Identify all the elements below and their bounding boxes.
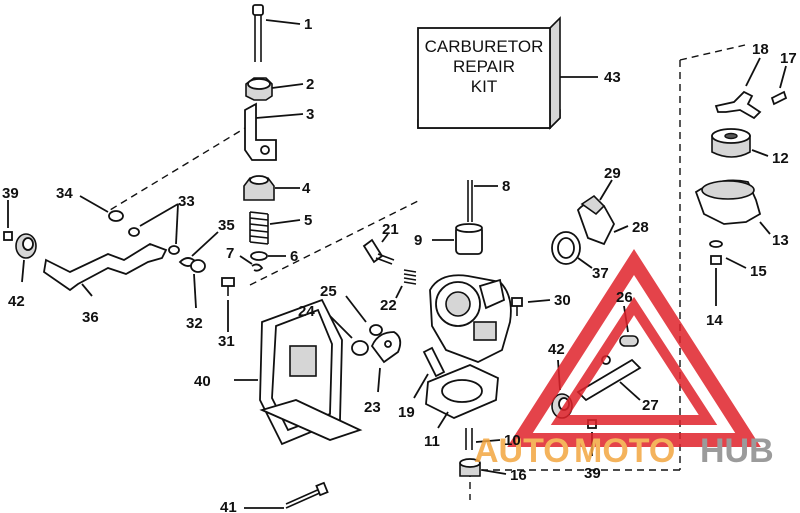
part-39-screw-left xyxy=(3,200,13,241)
callout-14: 14 xyxy=(706,312,723,329)
callout-24: 24 xyxy=(298,303,315,320)
part-37-gasket xyxy=(551,231,593,269)
callout-7: 7 xyxy=(226,245,234,262)
part-22-spring xyxy=(395,269,417,299)
callout-9: 9 xyxy=(414,232,422,249)
part-30-screw xyxy=(511,297,551,316)
callout-4: 4 xyxy=(302,180,311,197)
kit-label-line1: CARBURETOR xyxy=(425,37,544,56)
kit-label-line2: REPAIR xyxy=(453,57,515,76)
part-5-spring xyxy=(249,211,301,245)
callout-26: 26 xyxy=(616,289,633,306)
callout-13: 13 xyxy=(772,232,789,249)
callout-16: 16 xyxy=(510,467,527,484)
callout-42-left: 42 xyxy=(8,293,25,310)
part-32-washer xyxy=(190,259,206,309)
part-29-fitting xyxy=(580,179,613,216)
part-23-cam-plate xyxy=(370,331,402,393)
callout-28: 28 xyxy=(632,219,649,236)
watermark-text-auto: AUTO xyxy=(474,432,570,470)
part-4-knob xyxy=(243,175,300,201)
part-21-adjust-screw xyxy=(362,233,395,265)
part-19-strip xyxy=(413,346,446,399)
callout-25: 25 xyxy=(320,283,337,300)
part-11-gasket xyxy=(425,364,499,429)
callout-8: 8 xyxy=(502,178,510,195)
callout-23: 23 xyxy=(364,399,381,416)
part-27-link xyxy=(576,355,642,402)
callout-6: 6 xyxy=(290,248,298,265)
callout-11: 11 xyxy=(424,433,440,450)
part-16-plug xyxy=(459,458,507,477)
callout-33: 33 xyxy=(178,193,195,210)
callout-19: 19 xyxy=(398,404,415,421)
part-1-screw xyxy=(252,4,301,62)
callout-35: 35 xyxy=(218,217,235,234)
callout-41: 41 xyxy=(220,499,237,513)
part-34-roller xyxy=(79,195,124,222)
automotohub-watermark: AUTO MOTO HUB xyxy=(474,249,774,470)
callout-29: 29 xyxy=(604,165,621,182)
part-3-bracket xyxy=(244,102,304,161)
callout-12: 12 xyxy=(772,150,789,167)
part-26-plug xyxy=(619,305,639,347)
callout-43: 43 xyxy=(604,69,621,86)
callout-27: 27 xyxy=(642,397,659,414)
callout-15: 15 xyxy=(750,263,767,280)
callout-31: 31 xyxy=(218,333,235,350)
kit-label-line3: KIT xyxy=(471,77,497,96)
callout-39-right: 39 xyxy=(584,465,601,482)
callout-37: 37 xyxy=(592,265,609,282)
part-2-nut xyxy=(245,77,304,101)
carburetor-repair-kit-box: CARBURETOR REPAIR KIT xyxy=(417,16,598,130)
part-12-cup xyxy=(711,128,769,158)
callout-34: 34 xyxy=(56,185,73,202)
part-9-float xyxy=(432,223,483,255)
callout-1: 1 xyxy=(304,16,312,33)
part-17-pin xyxy=(770,65,788,106)
part-7-clip xyxy=(239,255,264,272)
part-6-washer xyxy=(250,251,286,261)
callout-32: 32 xyxy=(186,315,203,332)
part-24-bushing xyxy=(329,315,369,356)
callout-5: 5 xyxy=(304,212,312,229)
part-41-screw xyxy=(244,481,329,509)
part-28-cover xyxy=(576,201,629,246)
callout-36: 36 xyxy=(82,309,99,326)
part-25-washer xyxy=(345,295,383,336)
callout-3: 3 xyxy=(306,106,314,123)
part-33-washers xyxy=(128,203,180,255)
part-36-throttle-linkage xyxy=(43,243,168,297)
callout-10: 10 xyxy=(504,432,521,449)
part-18-float-lever xyxy=(714,57,762,120)
part-42-grommet-left xyxy=(15,233,37,283)
watermark-text-moto: MOTO xyxy=(574,432,675,470)
callout-21: 21 xyxy=(382,221,399,238)
callout-39-left: 39 xyxy=(2,185,19,202)
callout-17: 17 xyxy=(780,50,797,67)
callout-22: 22 xyxy=(380,297,397,314)
part-8-pin xyxy=(467,180,498,222)
watermark-text-hub: HUB xyxy=(700,432,774,470)
callout-numbers: 1 2 3 4 5 6 7 8 9 10 11 12 13 14 15 16 1… xyxy=(2,16,797,513)
part-15-washer xyxy=(709,240,747,269)
callout-40: 40 xyxy=(194,373,211,390)
callout-30: 30 xyxy=(554,292,571,309)
callout-2: 2 xyxy=(306,76,314,93)
part-40-air-silencer xyxy=(234,298,363,446)
part-31-screw xyxy=(221,277,235,332)
callout-18: 18 xyxy=(752,41,769,58)
part-10-jet xyxy=(465,428,501,450)
part-13-float-bowl xyxy=(694,179,771,235)
callout-42-right: 42 xyxy=(548,341,565,358)
carburetor-body xyxy=(429,274,512,363)
